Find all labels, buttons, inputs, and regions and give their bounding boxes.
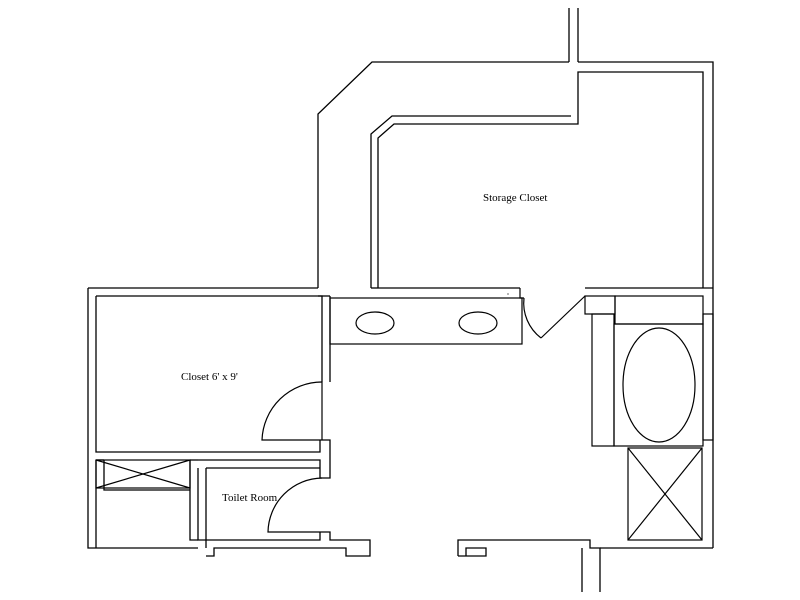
closet-label: Closet 6' x 9': [181, 371, 238, 383]
mark-dot: [507, 293, 509, 295]
interior-walls: [95, 439, 713, 592]
sink-left: [355, 311, 395, 335]
doors: [261, 288, 586, 533]
exterior-walls: [87, 8, 714, 549]
storage-closet-label: Storage Closet: [483, 192, 548, 204]
bathtub: [584, 295, 714, 447]
shower: [627, 447, 703, 541]
cabinet: [95, 459, 191, 489]
sink-right: [458, 311, 498, 335]
toilet-room-label: Toilet Room: [222, 492, 278, 504]
vanity: [329, 297, 523, 345]
